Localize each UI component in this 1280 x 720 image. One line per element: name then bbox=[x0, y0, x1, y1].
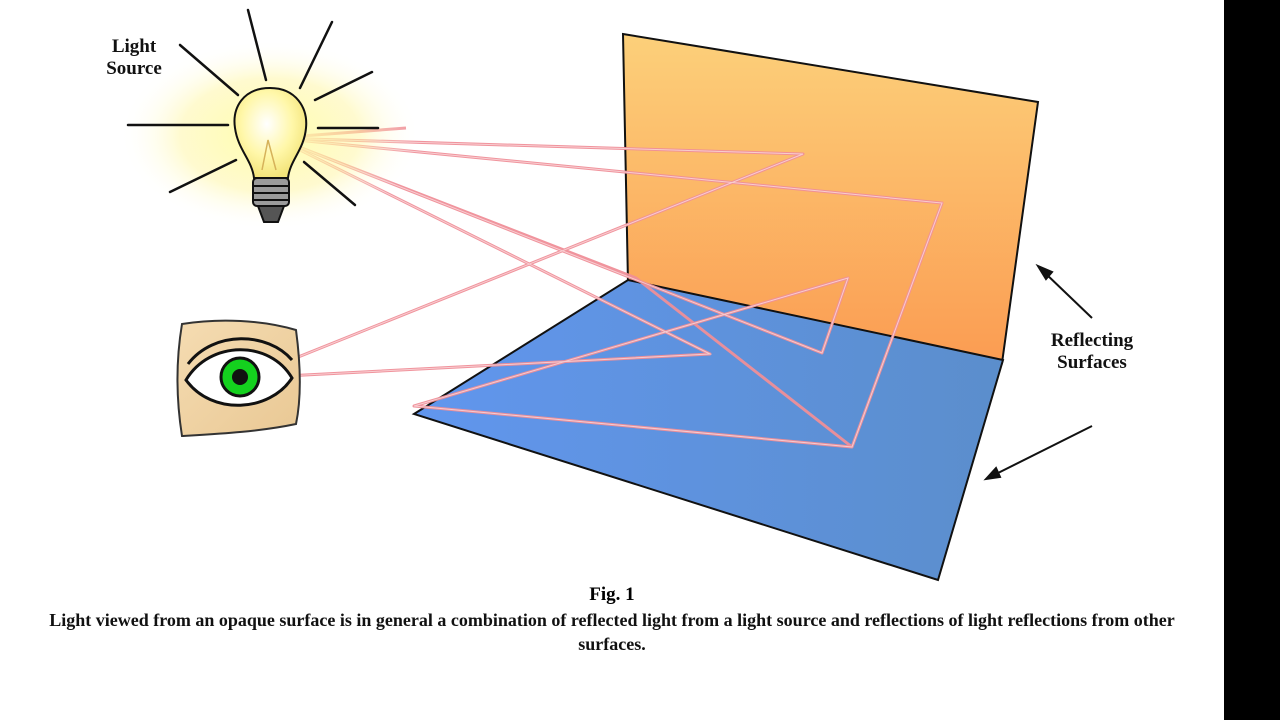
light-source-label-line1: Light bbox=[92, 36, 176, 58]
reflecting-surfaces-label: Reflecting Surfaces bbox=[1036, 330, 1148, 374]
arrow-to-floor bbox=[994, 426, 1092, 475]
eye-icon bbox=[178, 321, 300, 436]
light-source-label: Light Source bbox=[92, 36, 176, 80]
reflecting-surfaces-label-line1: Reflecting bbox=[1036, 330, 1148, 352]
figure-caption: Light viewed from an opaque surface is i… bbox=[20, 608, 1204, 656]
reflecting-surfaces-label-line2: Surfaces bbox=[1036, 352, 1148, 374]
arrow-to-wall bbox=[1044, 272, 1092, 318]
right-edge-bar bbox=[1224, 0, 1280, 720]
figure-title: Fig. 1 bbox=[0, 584, 1224, 606]
light-source-label-line2: Source bbox=[92, 58, 176, 80]
